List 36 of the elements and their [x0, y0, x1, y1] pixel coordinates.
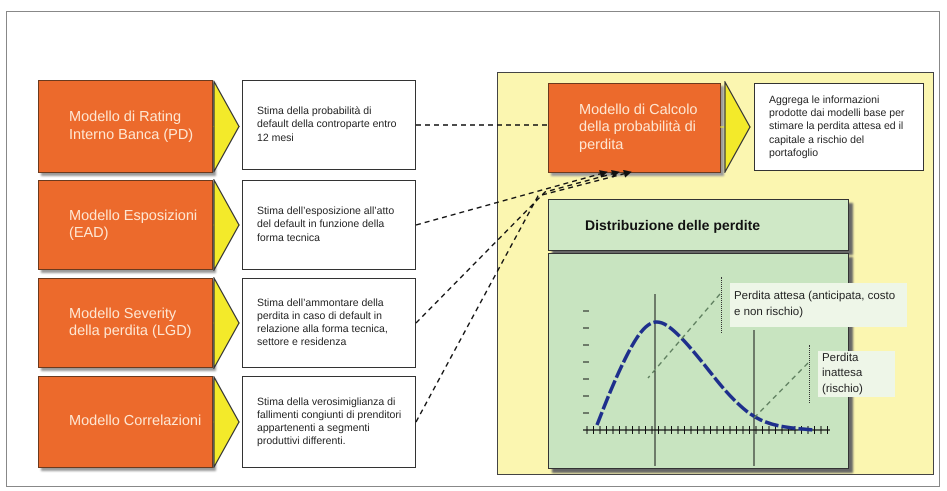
description-text: Stima dell’ammontare della perdita in caso di default in relazione alla forma tecnica, settore e residenza: [257, 296, 389, 350]
model-box: [38, 80, 213, 173]
callout-text: Perdita inattesa (rischio): [822, 350, 864, 397]
description-text: Stima della probabilità di default della controparte entro 12 mesi: [257, 105, 398, 145]
chevron-arrow: [212, 80, 240, 172]
model-box: [548, 83, 721, 173]
chevron-arrow: [212, 376, 240, 468]
chevron-arrow: [720, 81, 752, 173]
description-box: [242, 80, 416, 170]
dashed-connector: [416, 124, 547, 126]
model-title: Modello Esposizioni (EAD): [69, 208, 198, 242]
chevron-arrow: [212, 179, 240, 271]
description-text: Stima della verosimiglianza di fallimenti congiunti di prenditori appartenenti a segmenti produttivi differenti.: [257, 396, 402, 448]
model-box: [38, 180, 213, 270]
description-text: Aggrega le informazioni prodotte dai modelli base per stimare la perdita attesa ed il capitale a rischio del portafoglio: [769, 94, 906, 160]
description-text: Stima dell’esposizione all’atto del default in funzione della forma tecnica: [257, 205, 396, 245]
description-box: [754, 83, 924, 171]
model-box: [38, 376, 213, 468]
model-title: Modello Correlazioni: [69, 413, 202, 431]
dashed-connector: [416, 170, 620, 324]
dashed-connector: [416, 170, 608, 226]
model-box: [38, 278, 213, 368]
dashed-connector: [415, 170, 632, 422]
leader-line: [752, 362, 808, 420]
panel-background: [497, 72, 934, 475]
model-title: Modello Severity della perdita (LGD): [69, 306, 192, 340]
description-box: [242, 278, 416, 368]
chevron-arrow: [212, 277, 240, 369]
title-box: [548, 199, 849, 251]
leader-line: [647, 294, 721, 378]
model-title: Modello di Calcolo della probabilità di perdita: [579, 102, 698, 154]
description-box: [242, 376, 416, 468]
model-title: Modello di Rating Interno Banca (PD): [69, 109, 194, 144]
callout-text: Perdita attesa (anticipata, costo e non rischio): [734, 289, 896, 320]
chart-title: Distribuzione delle perdite: [585, 217, 760, 233]
description-box: [242, 180, 416, 270]
